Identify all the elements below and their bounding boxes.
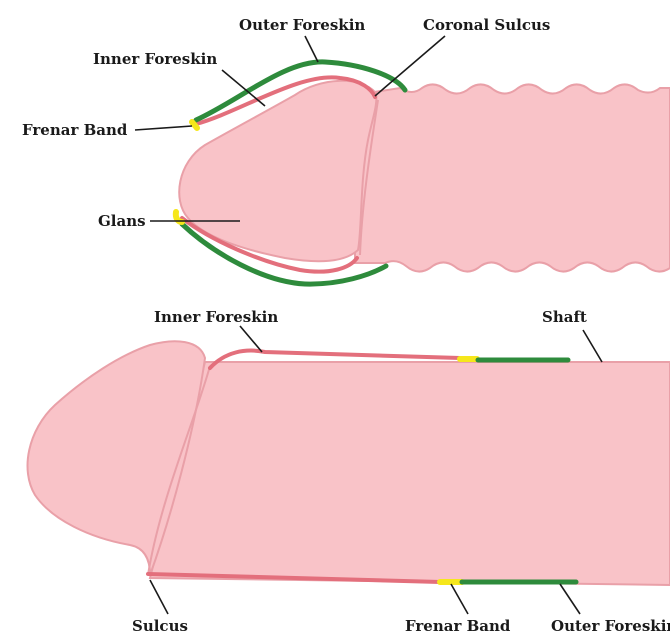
top-shaft	[355, 84, 670, 271]
label-frenar-band-top: Frenar Band	[22, 121, 128, 139]
leader-sulcus	[150, 580, 168, 614]
top-diagram: Outer Foreskin Coronal Sulcus Inner Fore…	[22, 16, 670, 284]
label-outer-foreskin-bottom: Outer Foreskin	[551, 617, 670, 635]
leader-outer-foreskin-bottom	[560, 584, 580, 614]
bottom-diagram: Inner Foreskin Shaft Sulcus Frenar Band …	[28, 308, 670, 635]
top-frenar-band-upper	[192, 122, 197, 128]
leader-outer-foreskin-top	[305, 36, 318, 62]
label-shaft: Shaft	[542, 308, 587, 326]
label-inner-foreskin-bottom: Inner Foreskin	[154, 308, 278, 326]
leader-frenar-band-top	[135, 126, 192, 130]
leader-frenar-band-bottom	[451, 584, 468, 614]
leader-shaft	[583, 330, 602, 362]
label-inner-foreskin-top: Inner Foreskin	[93, 50, 217, 68]
label-glans: Glans	[98, 212, 146, 230]
leader-inner-foreskin-bottom	[240, 326, 262, 352]
label-coronal-sulcus: Coronal Sulcus	[423, 16, 550, 34]
label-sulcus: Sulcus	[132, 617, 188, 635]
bottom-shaft	[150, 362, 670, 585]
label-outer-foreskin-top: Outer Foreskin	[239, 16, 365, 34]
label-frenar-band-bottom: Frenar Band	[405, 617, 511, 635]
